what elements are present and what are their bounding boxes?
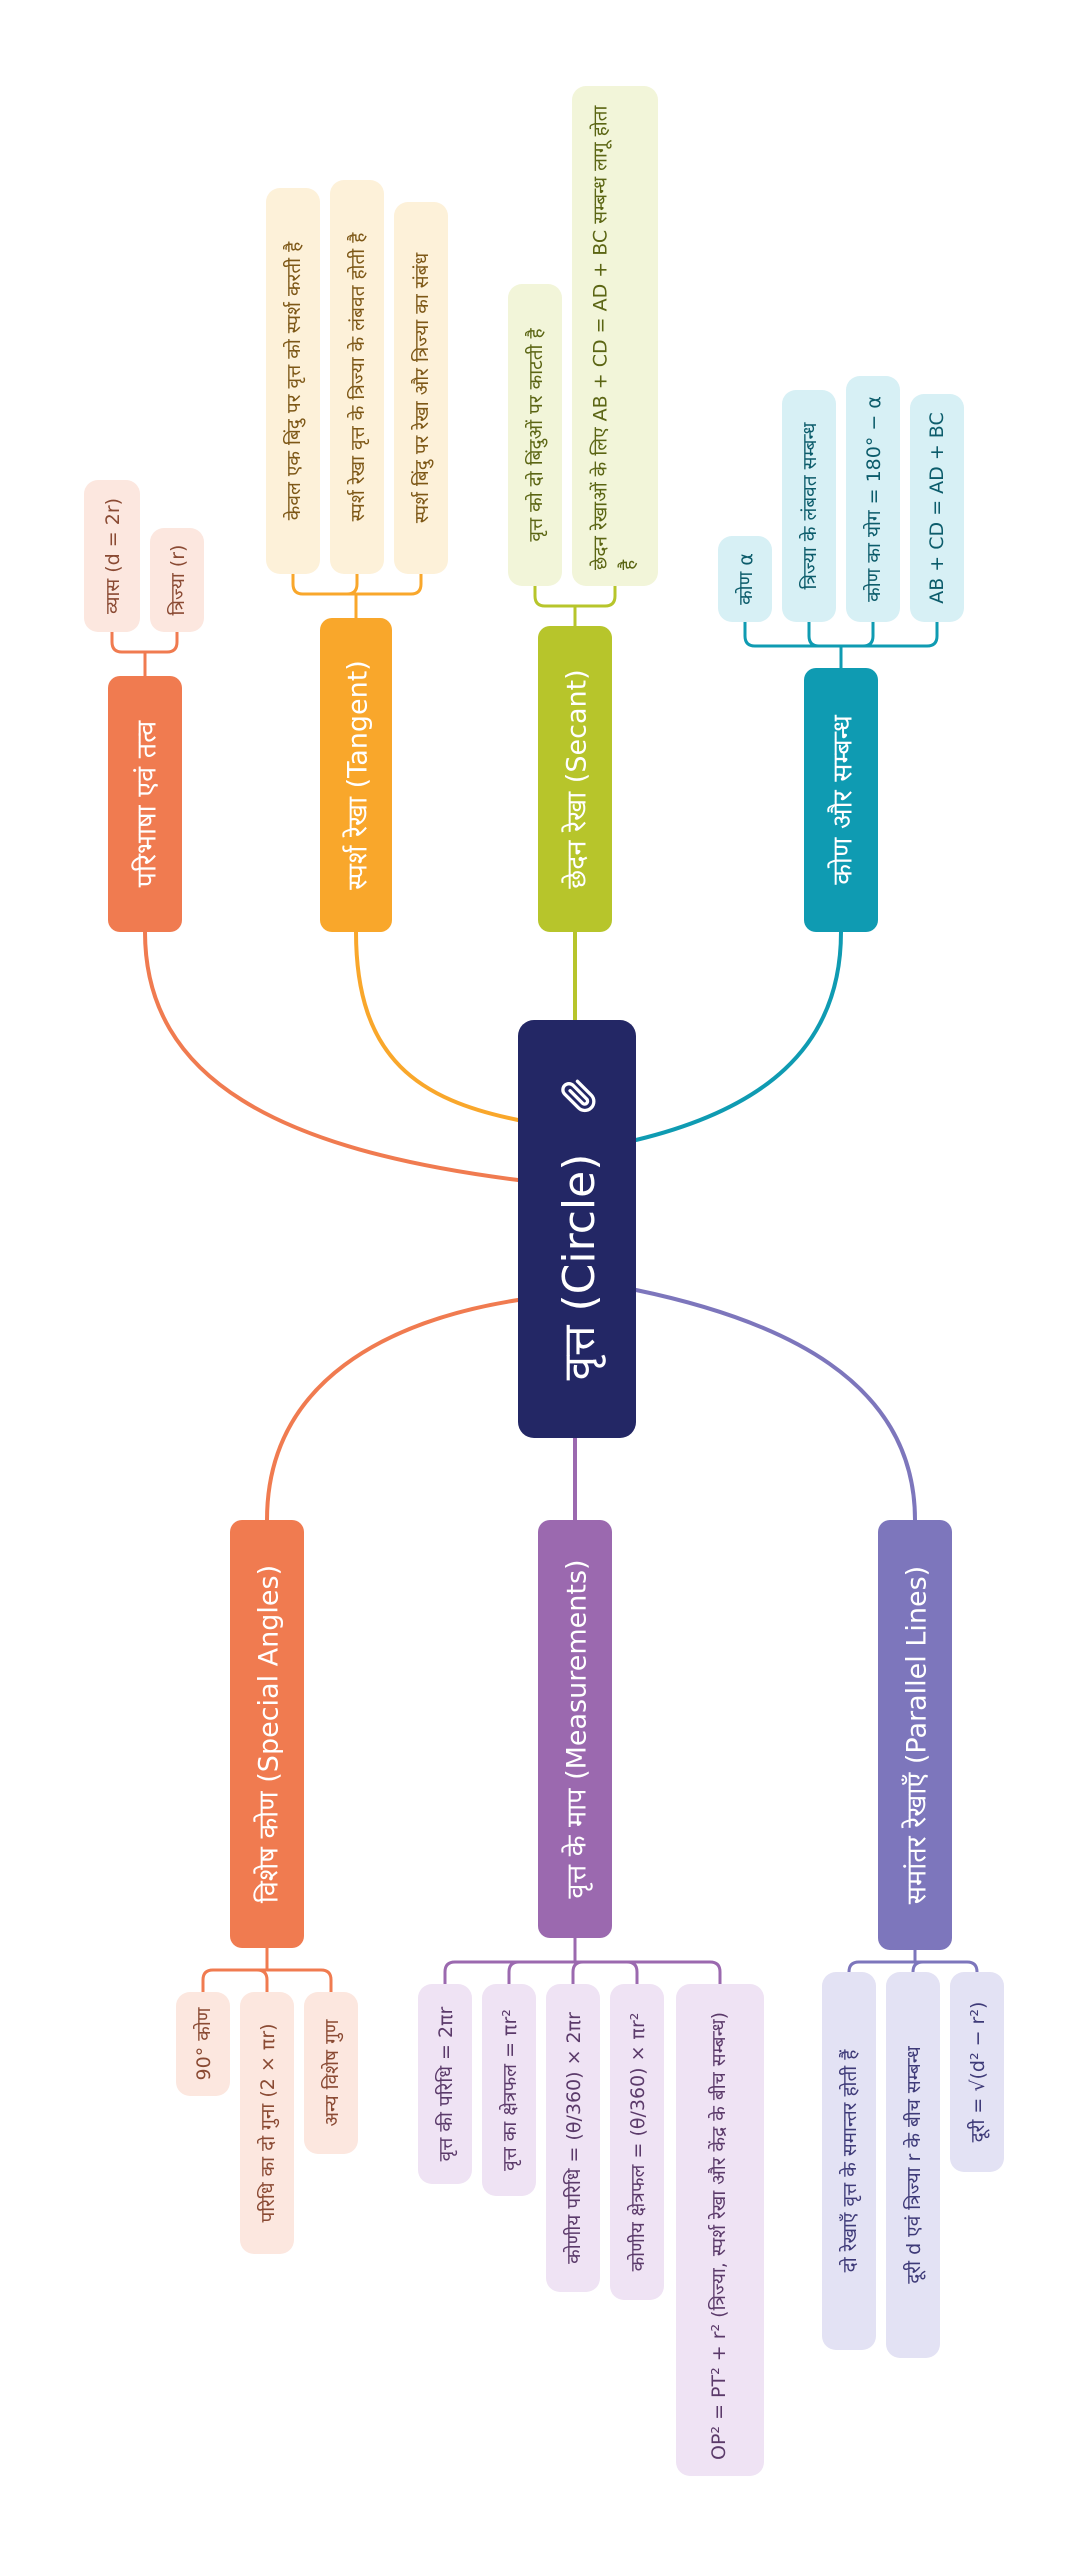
connector-measure-leaves-branch-2 (507, 1960, 577, 1986)
branch-parallel[interactable]: समांतर रेखाएँ (Parallel Lines) (878, 1520, 952, 1950)
branch-tangent-label: स्पर्श रेखा (Tangent) (342, 660, 374, 890)
connector-parallel-leaves-branch-2 (911, 1960, 924, 1974)
branch-secant-label: छेदन रेखा (Secant) (561, 669, 593, 889)
leaf-angles-2[interactable]: त्रिज्या के लंबवत सम्बन्ध (782, 390, 836, 622)
leaf-tangent-2[interactable]: स्पर्श रेखा वृत्त के त्रिज्या के लंबवत ह… (330, 180, 384, 574)
connector-parallel (634, 1288, 917, 1522)
connector-special-leaves-branch-2 (256, 1968, 269, 1994)
leaf-measure-5[interactable]: OP² = PT² + r² (त्रिज्या, स्पर्श रेखा और… (676, 1984, 764, 2476)
leaf-definition-1[interactable]: व्यास (d = 2r) (84, 480, 140, 632)
connector-special-leaves-branch-3 (265, 1968, 333, 1994)
connector-definition (143, 930, 520, 1182)
branch-special[interactable]: विशेष कोण (Special Angles) (230, 1520, 304, 1948)
connector-tangent (354, 930, 520, 1122)
leaf-special-1[interactable]: 90° कोण (176, 1992, 230, 2096)
leaf-parallel-2[interactable]: दूरी d एवं त्रिज्या r के बीच सम्बन्ध (886, 1972, 940, 2358)
connector-angles (634, 930, 843, 1142)
connector-definition-leaves-branch-1 (110, 630, 147, 654)
connector-tangent-leaves-branch-2 (346, 572, 359, 596)
branch-special-label: विशेष कोण (Special Angles) (253, 1564, 285, 1904)
connector-angles-leaves-branch-3 (839, 620, 875, 648)
connector-tangent-leaves-branch-3 (354, 572, 423, 596)
branch-secant[interactable]: छेदन रेखा (Secant) (538, 626, 612, 932)
leaf-measure-3[interactable]: कोणीय परिधि = (θ/360) × 2πr (546, 1984, 600, 2292)
branch-measure-label: वृत्त के माप (Measurements) (561, 1559, 593, 1899)
connector-measure-leaves-branch-4 (573, 1960, 639, 1986)
connector-parallel-leaves-branch-1 (847, 1960, 917, 1974)
leaf-special-2[interactable]: परिधि का दो गुना (2 × πr) (240, 1992, 294, 2254)
leaf-angles-3[interactable]: कोण का योग = 180° − α (846, 376, 900, 622)
paperclip-icon (556, 1078, 607, 1114)
connector-angles-leaves-branch-2 (807, 620, 843, 648)
leaf-measure-4[interactable]: कोणीय क्षेत्रफल = (θ/360) × πr² (610, 1984, 664, 2300)
branch-definition[interactable]: परिभाषा एवं तत्व (108, 676, 182, 932)
branch-definition-label: परिभाषा एवं तत्व (131, 720, 163, 888)
connector-measure-leaves-branch-5 (573, 1960, 722, 1986)
connector-definition-leaves-branch-2 (143, 630, 179, 654)
leaf-special-3[interactable]: अन्य विशेष गुण (304, 1992, 358, 2154)
connector-special-leaves-branch-1 (201, 1968, 269, 1994)
branch-measure[interactable]: वृत्त के माप (Measurements) (538, 1520, 612, 1938)
connector-angles-leaves-branch-1 (743, 620, 843, 648)
branch-angles[interactable]: कोण और सम्बन्ध (804, 668, 878, 932)
branch-parallel-label: समांतर रेखाएँ (Parallel Lines) (901, 1565, 933, 1905)
connector-tangent-leaves-branch-1 (291, 572, 358, 596)
leaf-secant-2[interactable]: छेदन रेखाओं के लिए AB + CD = AD + BC सम्… (572, 86, 658, 586)
connector-measure-leaves-branch-1 (443, 1960, 577, 1986)
connector-secant-leaves-branch-1 (533, 584, 577, 608)
leaf-tangent-3[interactable]: स्पर्श बिंदु पर रेखा और त्रिज्या का संबं… (394, 202, 448, 574)
connector-secant-leaves-branch-2 (573, 584, 617, 608)
root-node[interactable]: वृत्त (Circle) (518, 1020, 636, 1438)
root-label-wrap: वृत्त (Circle) (547, 1078, 608, 1381)
connector-angles-leaves-branch-4 (839, 620, 939, 648)
leaf-tangent-1[interactable]: केवल एक बिंदु पर वृत्त को स्पर्श करती है (266, 188, 320, 574)
leaf-definition-2[interactable]: त्रिज्या (r) (150, 528, 204, 632)
leaf-parallel-3[interactable]: दूरी = √(d² − r²) (950, 1972, 1004, 2172)
leaf-secant-1[interactable]: वृत्त को दो बिंदुओं पर काटती है (508, 284, 562, 586)
leaf-parallel-1[interactable]: दो रेखाएँ वृत्त के समान्तर होती हैं (822, 1972, 876, 2350)
branch-angles-label: कोण और सम्बन्ध (827, 715, 859, 885)
root-label: वृत्त (Circle) (553, 1153, 605, 1381)
leaf-measure-1[interactable]: वृत्त की परिधि = 2πr (418, 1984, 472, 2184)
connector-measure-leaves-branch-3 (571, 1960, 584, 1986)
leaf-measure-2[interactable]: वृत्त का क्षेत्रफल = πr² (482, 1984, 536, 2196)
connector-parallel-leaves-branch-3 (913, 1960, 979, 1974)
branch-tangent[interactable]: स्पर्श रेखा (Tangent) (320, 618, 392, 932)
connector-special (265, 1298, 520, 1522)
leaf-angles-1[interactable]: कोण α (718, 536, 772, 622)
leaf-angles-4[interactable]: AB + CD = AD + BC (910, 394, 964, 622)
